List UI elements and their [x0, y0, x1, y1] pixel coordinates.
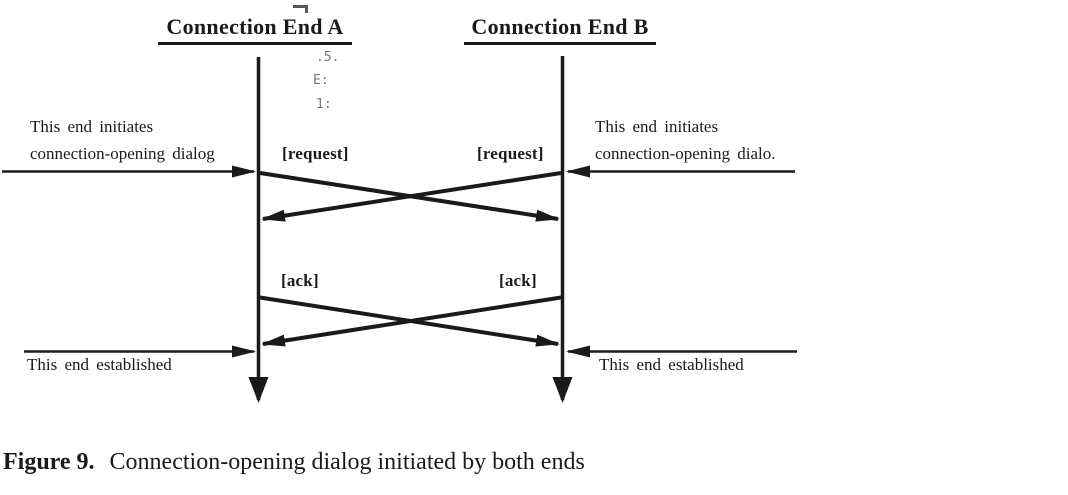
- figure-caption-number: Figure 9.: [3, 449, 95, 475]
- ack-label-left: [ack]: [281, 271, 319, 290]
- right-initiates-line2: connection-opening dialo.: [595, 144, 776, 163]
- figure-caption-text: Connection-opening dialog initiated by b…: [109, 449, 585, 475]
- lifeline-a-header: Connection End A: [158, 14, 352, 45]
- scan-artifact-1: .5.: [316, 50, 340, 65]
- figure-caption: Figure 9. Connection-opening dialog initi…: [3, 449, 585, 476]
- left-initiates-note: This end initiates connection-opening di…: [30, 113, 215, 167]
- lifeline-b-header: Connection End B: [464, 14, 656, 45]
- request-b-to-a-arrow: [261, 171, 562, 222]
- request-label-left: [request]: [282, 144, 349, 163]
- right-initiates-line1: This end initiates: [595, 117, 719, 136]
- request-label-right: [request]: [477, 144, 544, 163]
- scan-artifact-dash: [293, 5, 308, 13]
- left-initiates-line1: This end initiates: [30, 117, 154, 136]
- ack-label-right: [ack]: [499, 271, 537, 290]
- scan-artifact-2: E:: [313, 73, 329, 88]
- right-initiates-note: This end initiates connection-opening di…: [595, 113, 776, 167]
- right-established-note: This end established: [599, 355, 744, 374]
- left-established-note: This end established: [27, 355, 172, 374]
- left-initiates-line2: connection-opening dialog: [30, 144, 215, 163]
- ack-b-to-a-arrow: [261, 295, 562, 347]
- scan-artifact-3: 1:: [316, 97, 332, 112]
